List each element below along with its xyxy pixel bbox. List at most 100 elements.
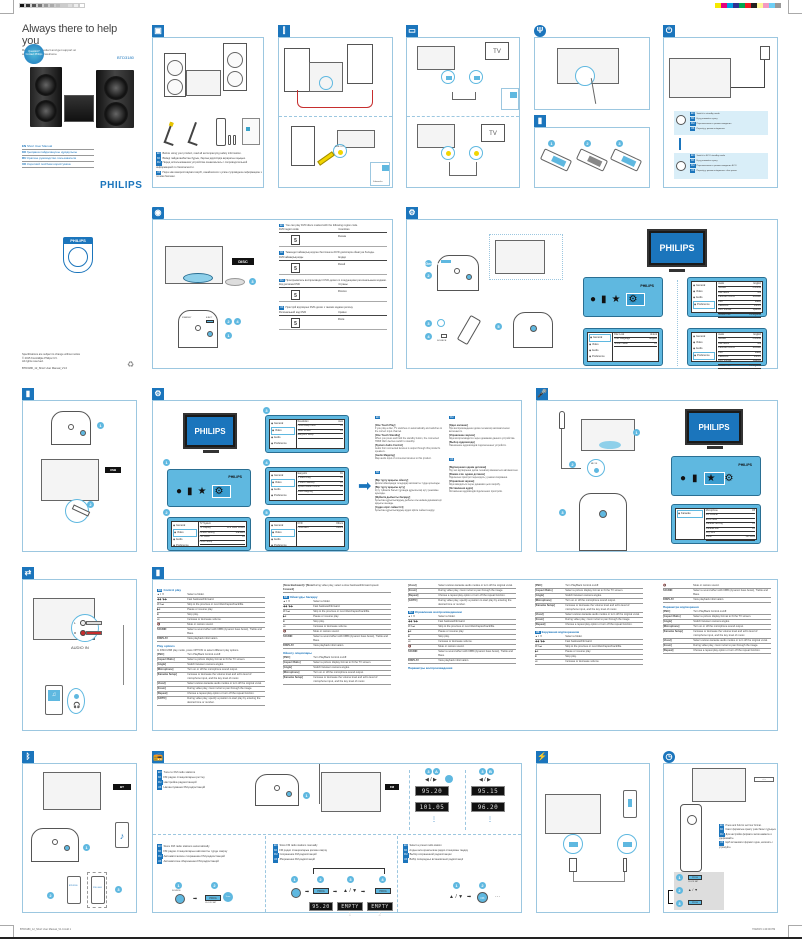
play-key: ⏮ / ⏭: [157, 603, 164, 606]
osd-sidebar-item: ◉ General: [589, 334, 612, 342]
battery: [228, 135, 231, 145]
easylink-body: Зіставлення аудіовходів підключених прис…: [449, 490, 503, 493]
osd-sidebar-item: ◉ Audio: [271, 487, 295, 493]
play-row: [Karaoke Setup]Increase or decrease the …: [535, 604, 643, 613]
osd-row: Audio Mapping: [297, 491, 343, 496]
home-menu-osd: PHILIPS ●▮★⚙: [167, 469, 251, 507]
legal-text: All rights reserved.: [22, 360, 44, 363]
play-key: [Karaoke Setup]: [157, 672, 177, 676]
play-desc: Fast backward/forward.: [187, 598, 215, 601]
osd-item-label: Video: [274, 429, 282, 432]
manual-booklet: [242, 118, 260, 145]
osd-sidebar-item: ◉ Video: [271, 529, 295, 537]
osd-item-icon: ◉: [272, 481, 275, 484]
step-3: 3: [115, 886, 122, 893]
lang-text: Күту режиміне ауысу: [696, 159, 718, 162]
ru-column: [PBC]Turn PlayBack Control on/off.[Aspec…: [535, 584, 643, 665]
lang-tag: EN: [375, 416, 381, 419]
easylink-body: Қосылған құрылғылардың дыбысы осы өнімні…: [375, 499, 442, 505]
osd-key: 1 Touch Play: [297, 477, 311, 480]
osd-item-icon: ◉: [271, 524, 274, 527]
tv-brand: PHILIPS: [187, 417, 233, 445]
easylink-body: Қосылған құрылғылардың аудио кірісін сәй…: [375, 509, 435, 512]
lang-tag: RU: [157, 854, 163, 860]
play-row: [Angle]Switch between camera angles.: [157, 663, 265, 668]
unit-drawing: [41, 459, 99, 501]
easylink-title: [System Audio Control]: [375, 444, 403, 447]
legal-block: Specifications are subject to change wit…: [22, 353, 80, 370]
karaoke-panel: 1 MIC IN 2 3 PHILIPS PHILIPS ●▮★⚙ ◉ Kara…: [536, 400, 778, 552]
divider: [265, 836, 266, 912]
crop-mark-br: [788, 925, 802, 939]
play-desc: Select a sound effect with DBB (dynamic …: [187, 628, 262, 635]
play-desc: Turn PlayBack Control on/off.: [313, 656, 347, 659]
play-key: [Zoom]: [535, 618, 544, 621]
usb-port-zoom: [563, 834, 583, 854]
osd-key: Version Info: [718, 313, 731, 316]
play-row: [Microphone]Turn on or off the microphon…: [535, 599, 643, 604]
stop-button: [454, 268, 460, 274]
av-cable: [163, 121, 181, 147]
play-desc: Choose a repeat play option or turn off …: [438, 594, 506, 597]
lang-text: FM радио станцияларын автоматты түрде са…: [163, 849, 228, 854]
source-label: SOURCE: [172, 890, 181, 892]
play-row: ⏮ / ⏭Skip to the previous or next title/…: [535, 645, 643, 650]
ok-button: [530, 325, 537, 332]
osd-item-icon: ◉: [272, 429, 275, 432]
play-desc: Mute or restore sound.: [693, 584, 720, 587]
osd-sidebar-item: ◉ Audio: [271, 537, 295, 543]
en-options-title: Play options: [157, 644, 175, 648]
easylink-title: [Управління звуком]: [449, 480, 475, 483]
step-2: 2: [317, 876, 324, 883]
language-item: EN Short User Manual: [22, 144, 94, 150]
nav-ring: [687, 815, 697, 825]
double-arrow-icon: [679, 138, 681, 150]
power-cord: [731, 60, 765, 88]
divider: [407, 116, 519, 117]
kk-column: [Slow Backward] / [Slow Forward]During v…: [283, 584, 391, 685]
osd-value: Portuguese: [749, 313, 761, 316]
osd-key: Parental Control: [718, 347, 735, 350]
easylink-title: [Зіставлення аудіо]: [449, 487, 474, 490]
language-label: Қысқаша пайдаланушы нұсқаулығы: [27, 150, 78, 154]
lang-tag: RU: [449, 416, 455, 419]
play-key: ⏮ / ⏭: [408, 625, 415, 628]
osd-key: Audio: [718, 283, 725, 285]
lang-tag: RU: [157, 780, 163, 786]
gray-swatch: [67, 3, 73, 8]
play-desc: Increase or decrease volume.: [565, 660, 600, 663]
step-1: 1: [676, 874, 683, 881]
osd-key: PBC: [718, 351, 723, 354]
step-2: 2: [569, 461, 576, 468]
grayscale-bar: [19, 3, 85, 8]
osd-key: Karaoke Scoring: [705, 523, 723, 526]
osd-sidebar-item: ◉ Video: [173, 529, 197, 537]
play-key: +/-: [408, 640, 412, 643]
play-key: SOUND: [408, 650, 418, 653]
play-desc: View playback information.: [438, 659, 470, 662]
hdmi-cable: [452, 92, 476, 100]
l-label: L: [74, 621, 76, 625]
lang-text: Перш ніж використовувати виріб, ознайомт…: [156, 170, 262, 179]
hdmi-in-zoom: [469, 70, 483, 84]
osd-key: HD JPEG: [199, 536, 210, 539]
osd-sidebar-item: ◉ Preference: [271, 493, 295, 499]
kk-options-title: Ойнату опциялары: [283, 651, 312, 655]
osd-brand: PHILIPS: [228, 475, 242, 479]
unit-drawing: [581, 419, 635, 451]
play-desc: Switch between camera angles.: [313, 666, 350, 669]
color-swatch: [715, 3, 721, 8]
osd-sidebar: ◉ General◉ Video◉ Audio◉ Preference: [692, 282, 718, 312]
color-swatch: [727, 3, 733, 8]
